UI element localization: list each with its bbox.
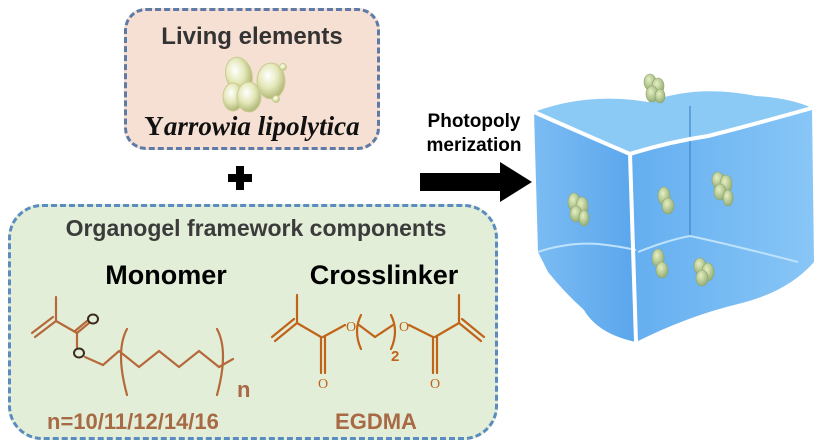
bracket-right bbox=[389, 313, 397, 351]
cube-rim bbox=[628, 153, 638, 343]
yeast-cluster bbox=[657, 186, 675, 215]
monomer-structure: n bbox=[30, 295, 250, 402]
bond bbox=[30, 315, 55, 335]
oxygen-atom bbox=[73, 347, 85, 359]
yeast-cluster bbox=[693, 257, 715, 287]
bond bbox=[273, 321, 299, 343]
bond bbox=[457, 321, 483, 343]
repeat-subscript: 2 bbox=[391, 348, 399, 365]
repeat-subscript: n bbox=[237, 377, 250, 402]
oxygen-atom bbox=[87, 313, 99, 325]
bond bbox=[433, 321, 461, 339]
oxygen-atom: O bbox=[430, 377, 440, 392]
bond bbox=[295, 321, 323, 339]
plus-icon bbox=[228, 166, 252, 190]
yeast-cluster bbox=[651, 248, 669, 279]
species-initial: Y bbox=[144, 111, 164, 141]
crosslinker-label: Crosslinker bbox=[309, 260, 459, 290]
cube-top-face bbox=[534, 91, 812, 154]
organogel-panel: Organogel framework components Monomer C… bbox=[8, 204, 498, 440]
crosslinker-structure: O O O O 2 bbox=[270, 293, 486, 392]
bond bbox=[73, 319, 89, 333]
bond bbox=[75, 321, 91, 335]
yeast-cells-icon bbox=[222, 56, 287, 113]
alkyl-chain bbox=[101, 349, 235, 369]
cube-left-face bbox=[534, 112, 636, 342]
process-label-line1: Photopoly bbox=[427, 111, 521, 132]
oxygen-atom: O bbox=[346, 320, 356, 335]
organogel-cube-illustration bbox=[533, 73, 814, 343]
crosslinker-name: EGDMA bbox=[335, 409, 417, 434]
cube-inner-floor-edge bbox=[637, 234, 799, 263]
cube-floor-edge bbox=[537, 242, 637, 253]
yeast-cluster bbox=[711, 171, 734, 207]
bond bbox=[460, 317, 486, 339]
living-elements-title: Living elements bbox=[161, 23, 343, 50]
cube-rim bbox=[533, 110, 631, 156]
oxygen-atom: O bbox=[399, 320, 409, 335]
bracket-left bbox=[119, 327, 129, 397]
bond bbox=[83, 355, 105, 367]
bracket-left bbox=[355, 313, 363, 351]
bracket-right bbox=[215, 327, 225, 397]
process-label-line2: merization bbox=[426, 135, 522, 156]
species-name: Yarrowia lipolytica bbox=[127, 111, 377, 142]
organogel-title: Organogel framework components bbox=[65, 215, 447, 241]
oxygen-atom: O bbox=[318, 377, 328, 392]
yeast-cluster bbox=[643, 73, 666, 104]
cube-rim bbox=[629, 106, 813, 156]
bond bbox=[33, 319, 58, 339]
bond bbox=[54, 319, 79, 335]
cube-right-face bbox=[630, 108, 814, 342]
process-label: Photopoly merization bbox=[414, 110, 534, 158]
monomer-label: Monomer bbox=[105, 260, 227, 290]
bond bbox=[407, 323, 435, 339]
right-arrow-icon bbox=[420, 162, 532, 202]
living-elements-panel: Living elements Yarrowia lipolytica bbox=[124, 8, 380, 150]
bond bbox=[357, 323, 377, 339]
species-rest: arrowia lipolytica bbox=[163, 111, 360, 141]
bond bbox=[373, 323, 395, 339]
yeast-cluster bbox=[567, 192, 590, 227]
bond bbox=[321, 323, 347, 339]
monomer-n-values: n=10/11/12/14/16 bbox=[47, 409, 219, 434]
bond bbox=[270, 317, 296, 339]
